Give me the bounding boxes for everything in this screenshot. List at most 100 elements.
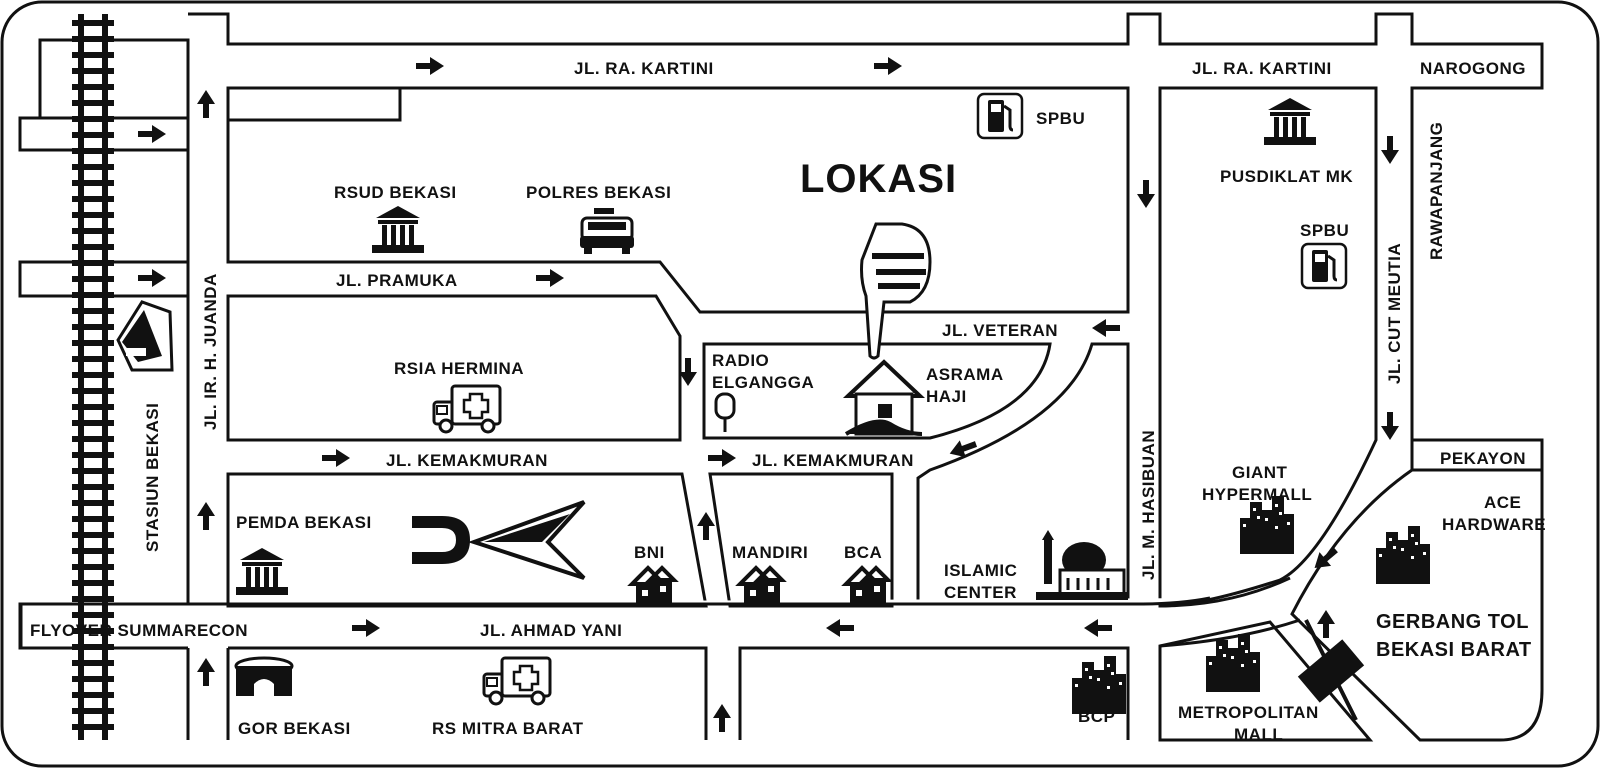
railway-tie: [72, 628, 114, 634]
railway-tie: [72, 644, 114, 650]
pointing-hand-icon: [860, 222, 932, 360]
landmark-label-asrama: ASRAMA: [926, 365, 1004, 384]
railway-tie: [72, 212, 114, 218]
toll-gate-icon: [1297, 619, 1365, 721]
railway-tie: [72, 404, 114, 410]
road-label-pekayon: PEKAYON: [1440, 449, 1526, 468]
railway-tie: [72, 420, 114, 426]
railway-tie: [72, 228, 114, 234]
microphone-icon: [714, 392, 736, 432]
railway-tie: [72, 596, 114, 602]
road-label-kemakmuran: JL. KEMAKMURAN: [752, 451, 914, 470]
landmark-label-spbu: SPBU: [1300, 221, 1349, 240]
railway-tie: [72, 532, 114, 538]
landmark-label-metropolitan: METROPOLITAN: [1178, 703, 1319, 722]
road-label-ahmad-yani: JL. AHMAD YANI: [480, 621, 622, 640]
landmark-label-rsud: RSUD BEKASI: [334, 183, 457, 202]
railway-tie: [72, 196, 114, 202]
railway-tie: [72, 356, 114, 362]
landmark-label-bca: BCA: [844, 543, 882, 562]
railway-tie: [72, 292, 114, 298]
railway-tie: [72, 516, 114, 522]
compass-arrow-icon: [467, 500, 586, 580]
landmark-label-islamic: ISLAMIC: [944, 561, 1017, 580]
railway-tie: [72, 436, 114, 442]
road-label-veteran: JL. VETERAN: [942, 321, 1058, 340]
railway-tie: [72, 724, 114, 730]
railway-tie: [72, 84, 114, 90]
railway-tie: [72, 116, 114, 122]
landmark-label-asrama: HAJI: [926, 387, 967, 406]
railway-tie: [72, 676, 114, 682]
road-label-hasibuan: JL. M. HASIBUAN: [1139, 430, 1158, 580]
road-label-juanda: JL. IR. H. JUANDA: [201, 273, 220, 430]
police-car-icon: [580, 208, 634, 254]
landmark-label-radio: ELGANGGA: [712, 373, 814, 392]
landmark-label-gerbang: BEKASI BARAT: [1376, 639, 1532, 661]
station-label: STASIUN BEKASI: [143, 403, 162, 552]
railway-track-icon: [72, 14, 114, 740]
railway-tie: [72, 276, 114, 282]
railway-tie: [72, 324, 114, 330]
railway-tie: [72, 564, 114, 570]
railway-tie: [72, 388, 114, 394]
railway-tie: [72, 68, 114, 74]
railway-tie: [72, 340, 114, 346]
u-turn-icon: [412, 516, 470, 564]
landmark-label-mandiri: MANDIRI: [732, 543, 808, 562]
landmark-label-radio: RADIO: [712, 351, 769, 370]
railway-tie: [72, 612, 114, 618]
gas-pump-icon: [1300, 242, 1348, 290]
railway-tie: [72, 36, 114, 42]
road-label-kartini: JL. RA. KARTINI: [574, 59, 714, 78]
road-label-cut-meutia: JL. CUT MEUTIA: [1385, 243, 1404, 384]
railway-tie: [72, 244, 114, 250]
railway-tie: [72, 372, 114, 378]
landmark-label-giant: GIANT: [1232, 463, 1288, 482]
railway-tie: [72, 52, 114, 58]
house-icon: [842, 359, 926, 436]
page-title: LOKASI: [800, 157, 957, 201]
road-label-pramuka: JL. PRAMUKA: [336, 271, 458, 290]
landmark-label-ace: HARDWARE: [1442, 515, 1546, 534]
landmark-label-pusdiklat: PUSDIKLAT MK: [1220, 167, 1353, 186]
landmark-label-giant: HYPERMALL: [1202, 485, 1312, 504]
railway-tie: [72, 660, 114, 666]
railway-tie: [72, 452, 114, 458]
railway-tie: [72, 148, 114, 154]
railway-tie: [72, 260, 114, 266]
landmark-label-polres: POLRES BEKASI: [526, 183, 671, 202]
city-blocks: [18, 12, 1544, 742]
landmark-label-islamic: CENTER: [944, 583, 1017, 602]
train-station-icon: [116, 300, 174, 372]
railway-tie: [72, 308, 114, 314]
railway-tie: [72, 20, 114, 26]
railway-tie: [72, 484, 114, 490]
landmark-label-bcp: BCP: [1078, 707, 1115, 726]
road-label-kemakmuran: JL. KEMAKMURAN: [386, 451, 548, 470]
railway-tie: [72, 468, 114, 474]
railway-tie: [72, 132, 114, 138]
road-label-kartini: JL. RA. KARTINI: [1192, 59, 1332, 78]
railway-tie: [72, 180, 114, 186]
landmark-label-spbu: SPBU: [1036, 109, 1085, 128]
road-label-narogong: NAROGONG: [1420, 59, 1526, 78]
stadium-icon: [234, 656, 294, 696]
gas-pump-icon: [976, 92, 1024, 140]
road-label-rawapanjang: RAWAPANJANG: [1427, 122, 1446, 260]
landmark-label-gerbang: GERBANG TOL: [1376, 611, 1529, 633]
road-label-flyover: FLYOVER SUMMARECON: [30, 621, 248, 640]
railway-tie: [72, 692, 114, 698]
railway-tie: [72, 580, 114, 586]
railway-tie: [72, 100, 114, 106]
railway-tie: [72, 548, 114, 554]
mosque-icon: [1036, 530, 1128, 600]
landmark-label-ace: ACE: [1484, 493, 1521, 512]
landmark-label-gor: GOR BEKASI: [238, 719, 351, 738]
landmark-label-metropolitan: MALL: [1234, 725, 1283, 744]
railway-tie: [72, 164, 114, 170]
landmark-label-rsia: RSIA HERMINA: [394, 359, 524, 378]
railway-tie: [72, 500, 114, 506]
landmark-label-mitra: RS MITRA BARAT: [432, 719, 584, 738]
